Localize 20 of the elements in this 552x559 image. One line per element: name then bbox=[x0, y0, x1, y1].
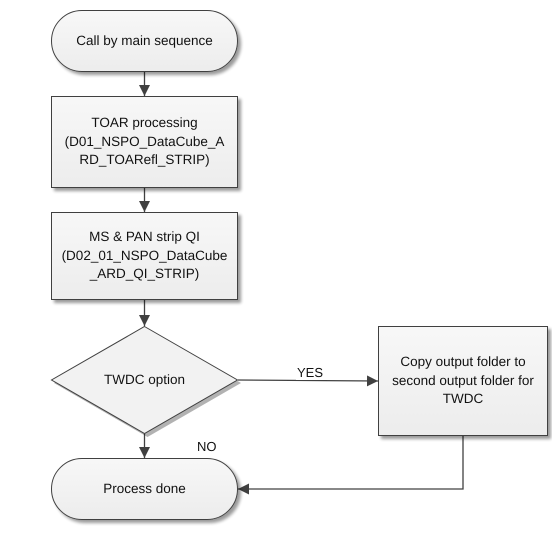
decision-diamond bbox=[51, 326, 238, 434]
edge-label: YES bbox=[296, 366, 324, 380]
node-text: TOAR processing (D01_NSPO_DataCube_ARD_TOARefl_STRIP) bbox=[64, 114, 226, 170]
edge-label: NO bbox=[196, 440, 218, 454]
node-text: Call by main sequence bbox=[76, 32, 213, 50]
arrow bbox=[139, 188, 150, 212]
process-box bbox=[51, 212, 238, 300]
terminal-box bbox=[51, 458, 238, 520]
node-text: TWDC option bbox=[104, 370, 186, 389]
arrow bbox=[139, 300, 150, 326]
arrow bbox=[139, 72, 150, 96]
process-box bbox=[51, 96, 238, 188]
terminal-box bbox=[51, 10, 238, 72]
arrow bbox=[139, 434, 150, 458]
node-text: Copy output folder to second output folder for TWDC bbox=[391, 352, 535, 408]
node-text: Process done bbox=[103, 480, 186, 498]
arrow bbox=[238, 375, 378, 386]
arrow bbox=[238, 436, 464, 494]
node-text: MS & PAN strip QI (D02_01_NSPO_DataCube_ARD_QI_STRIP) bbox=[60, 228, 228, 284]
process-box bbox=[378, 326, 548, 436]
